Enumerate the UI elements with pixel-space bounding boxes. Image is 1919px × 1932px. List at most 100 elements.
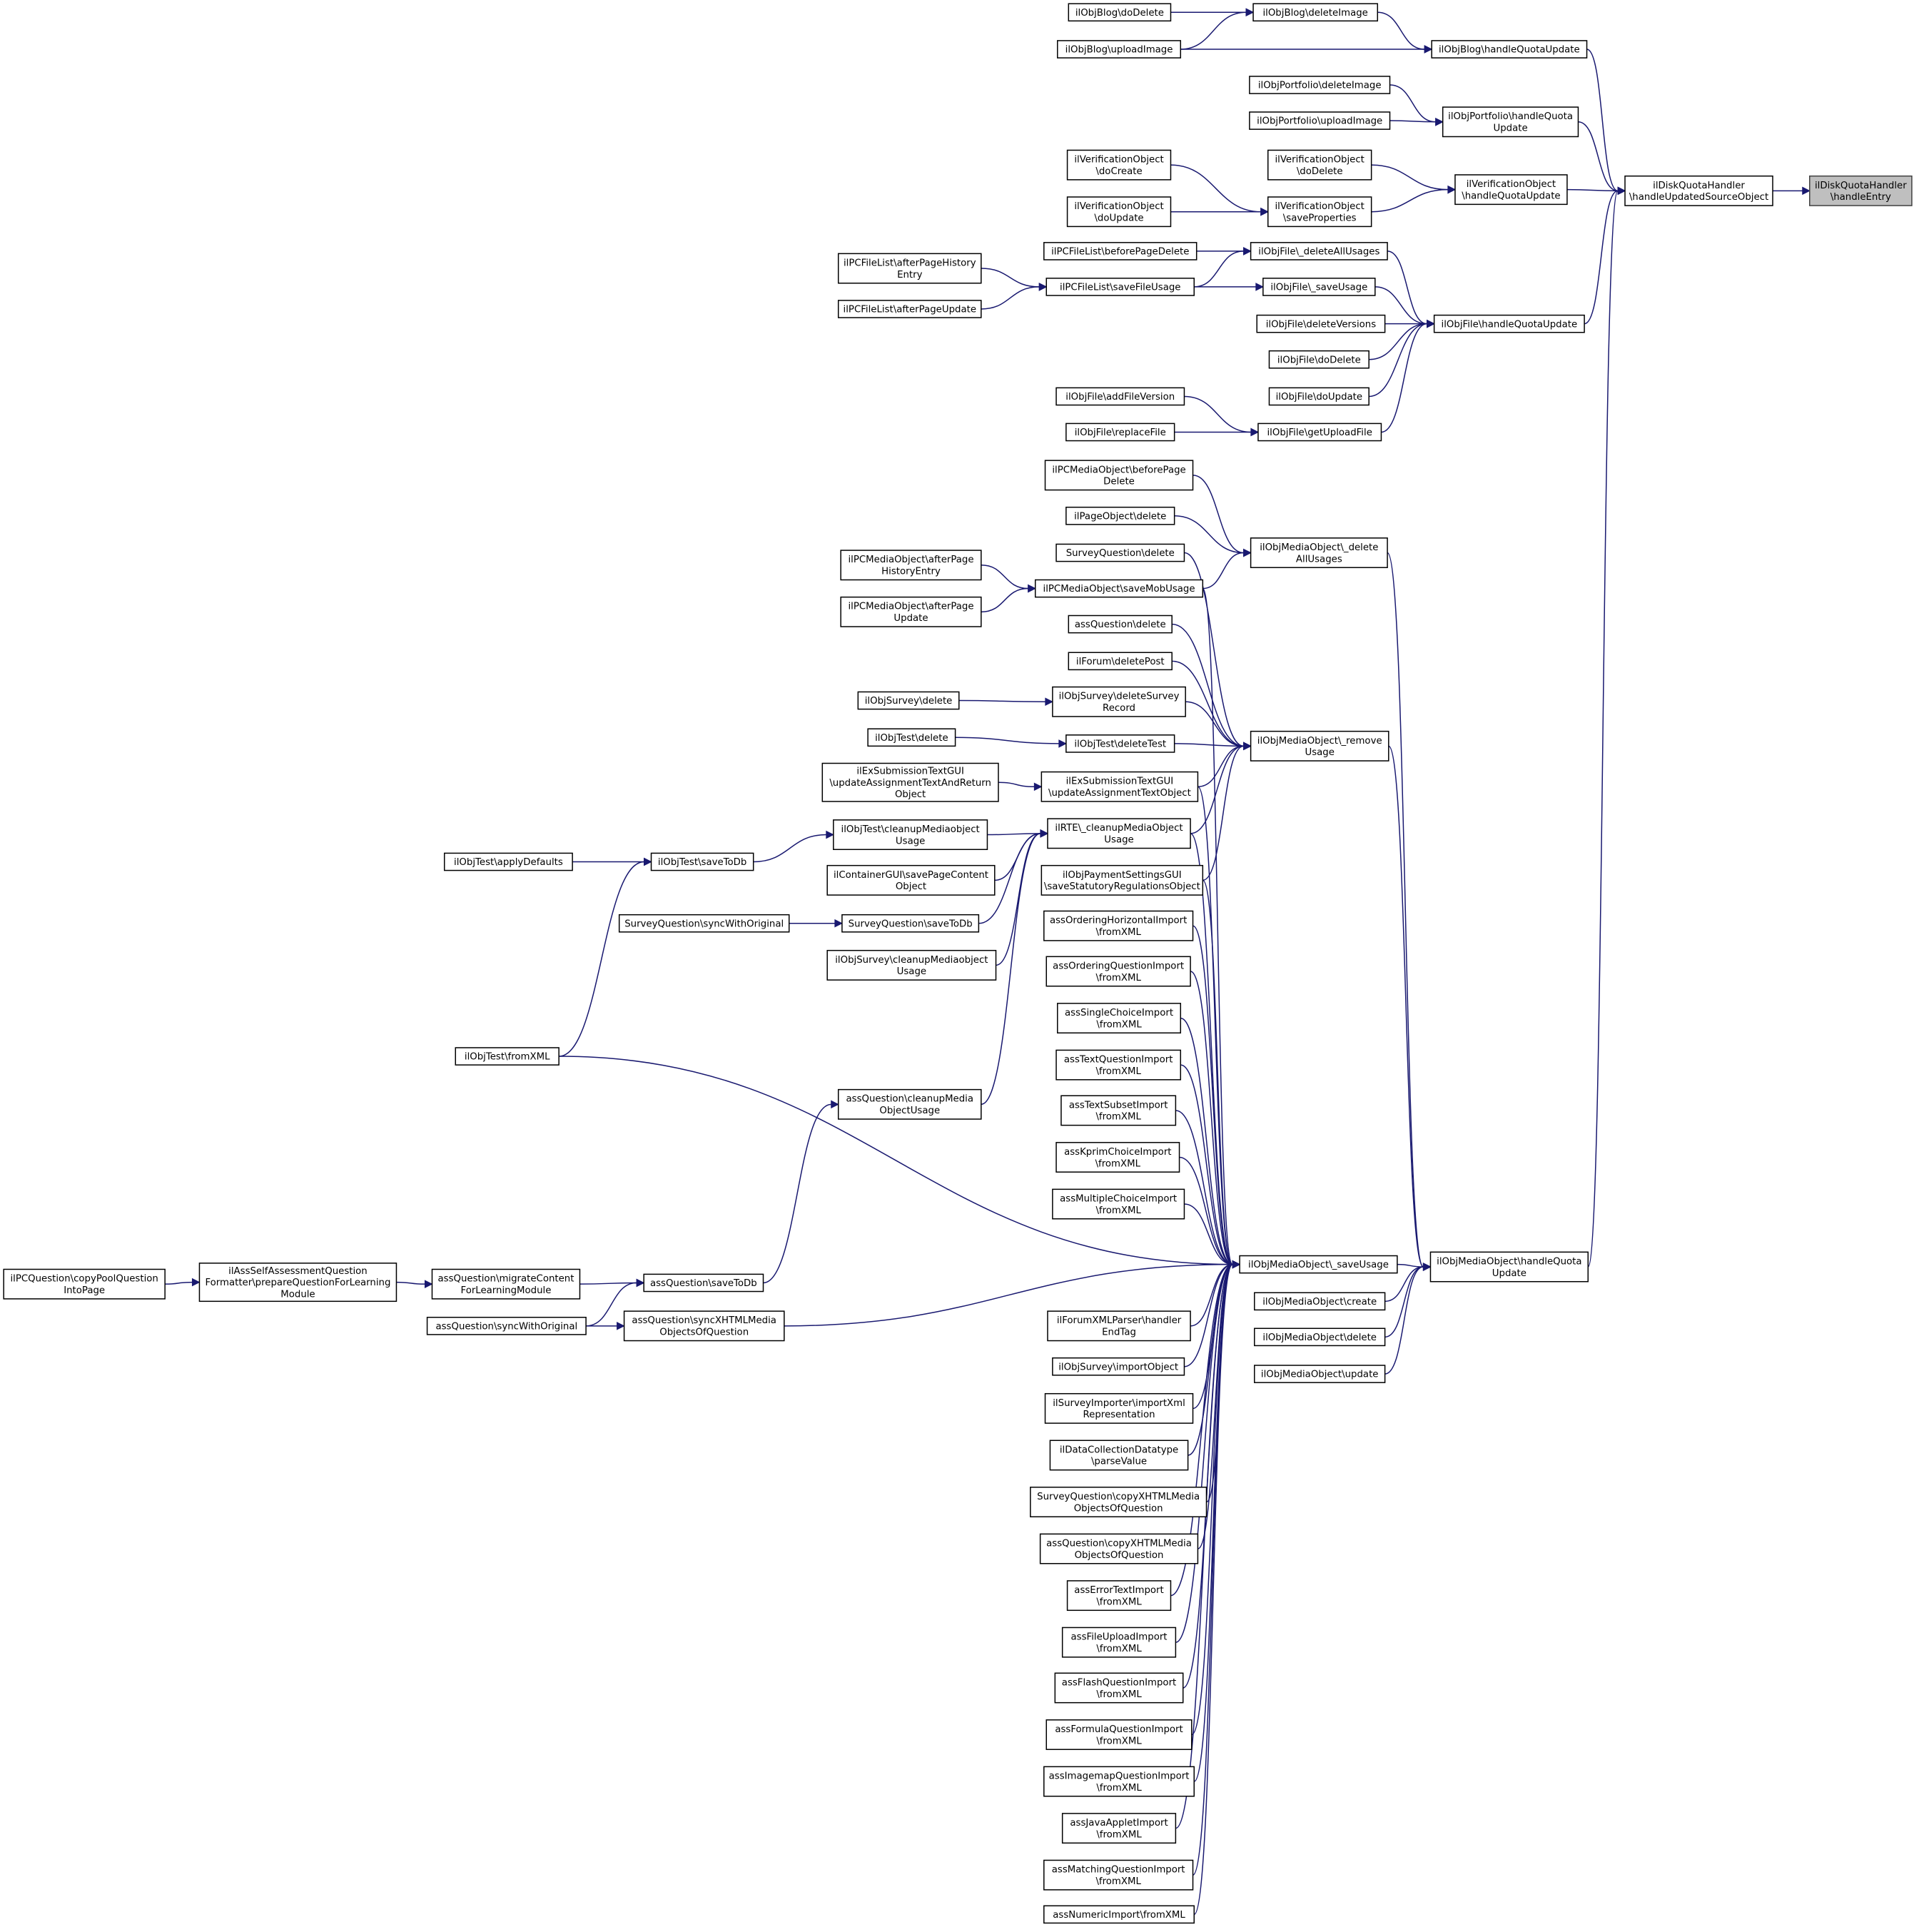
node-dqh-update[interactable]: ilDiskQuotaHandler\handleUpdatedSourceOb… <box>1624 175 1773 206</box>
node-imp-text[interactable]: assTextQuestionImport\fromXML <box>1055 1049 1182 1081</box>
node-test-save[interactable]: ilObjTest\saveToDb <box>650 852 754 871</box>
node-imp-flash[interactable]: assFlashQuestionImport\fromXML <box>1054 1672 1184 1704</box>
node-mob-hqu[interactable]: ilObjMediaObject\handleQuotaUpdate <box>1429 1251 1589 1283</box>
node-sq-sync[interactable]: SurveyQuestion\syncWithOriginal <box>618 914 790 933</box>
node-assself[interactable]: ilAssSelfAssessmentQuestionFormatter\pre… <box>198 1263 398 1303</box>
node-label: \fromXML <box>1095 1112 1141 1123</box>
node-sq-copyx[interactable]: SurveyQuestion\copyXHTMLMediaObjectsOfQu… <box>1030 1487 1207 1517</box>
call-edge <box>165 1278 201 1287</box>
node-ver-save[interactable]: ilVerificationObject\saveProperties <box>1267 196 1372 228</box>
node-imp-mc[interactable]: assMultipleChoiceImport\fromXML <box>1052 1188 1185 1220</box>
node-test-deltest[interactable]: ilObjTest\deleteTest <box>1065 734 1175 753</box>
node-port-hqu[interactable]: ilObjPortfolio\handleQuotaUpdate <box>1442 106 1579 138</box>
node-aq-syncx[interactable]: assQuestion\syncXHTMLMediaObjectsOfQuest… <box>623 1310 785 1342</box>
node-file-delver[interactable]: ilObjFile\deleteVersions <box>1256 314 1386 333</box>
node-root[interactable]: ilDiskQuotaHandler\handleEntry <box>1809 175 1913 206</box>
node-box <box>1030 1487 1207 1517</box>
node-aq-delete[interactable]: assQuestion\delete <box>1068 615 1173 634</box>
node-aq-save[interactable]: assQuestion\saveToDb <box>643 1273 764 1293</box>
edge-line <box>1388 745 1424 1268</box>
node-ver-dodel[interactable]: ilVerificationObject\doDelete <box>1267 149 1372 181</box>
call-edge <box>1202 742 1252 881</box>
node-exsub-uato[interactable]: ilExSubmissionTextGUI\updateAssignmentTe… <box>1040 771 1199 802</box>
node-ver-docreate[interactable]: ilVerificationObject\doCreate <box>1066 149 1172 181</box>
node-label: assQuestion\saveToDb <box>650 1278 757 1289</box>
node-paysettings[interactable]: ilObjPaymentSettingsGUI\saveStatutoryReg… <box>1040 864 1204 896</box>
node-aq-migrate[interactable]: assQuestion\migrateContentForLearningMod… <box>431 1268 581 1300</box>
node-port-upimg[interactable]: ilObjPortfolio\uploadImage <box>1249 111 1391 130</box>
node-mob-delete[interactable]: ilObjMediaObject\delete <box>1254 1327 1386 1347</box>
arrowhead <box>1447 185 1457 194</box>
node-pcmob-bpd[interactable]: ilPCMediaObject\beforePageDelete <box>1044 460 1194 491</box>
node-pcmob-smu[interactable]: ilPCMediaObject\saveMobUsage <box>1034 579 1204 598</box>
node-port-delimg[interactable]: ilObjPortfolio\deleteImage <box>1249 76 1391 94</box>
node-survey-delete[interactable]: ilObjSurvey\delete <box>857 691 960 710</box>
node-file-getup[interactable]: ilObjFile\getUploadFile <box>1257 423 1382 442</box>
node-file-delall[interactable]: ilObjFile\_deleteAllUsages <box>1250 242 1388 261</box>
node-imp-java[interactable]: assJavaAppletImport\fromXML <box>1061 1813 1177 1844</box>
node-file-addver[interactable]: ilObjFile\addFileVersion <box>1055 387 1185 406</box>
node-label: ilRTE\_cleanupMediaObject <box>1055 823 1183 834</box>
node-sq-save[interactable]: SurveyQuestion\saveToDb <box>841 914 980 933</box>
node-mob-update[interactable]: ilObjMediaObject\update <box>1254 1365 1386 1383</box>
node-imp-numeric[interactable]: assNumericImport\fromXML <box>1043 1905 1195 1924</box>
node-imp-sc[interactable]: assSingleChoiceImport\fromXML <box>1057 1003 1182 1034</box>
node-imp-subset[interactable]: assTextSubsetImport\fromXML <box>1060 1095 1177 1126</box>
node-aq-sync[interactable]: assQuestion\syncWithOriginal <box>426 1317 587 1335</box>
node-imp-err[interactable]: assErrorTextImport\fromXML <box>1066 1580 1172 1612</box>
node-mob-save[interactable]: ilObjMediaObject\_saveUsage <box>1239 1255 1398 1274</box>
node-exsub-uatro[interactable]: ilExSubmissionTextGUI\updateAssignmentTe… <box>821 762 999 802</box>
node-forum-delpost[interactable]: ilForum\deletePost <box>1068 652 1173 671</box>
node-test-applydef[interactable]: ilObjTest\applyDefaults <box>443 852 573 871</box>
node-imp-imagemap[interactable]: assImagemapQuestionImport\fromXML <box>1043 1766 1195 1797</box>
node-pcfl-bpd[interactable]: ilPCFileList\beforePageDelete <box>1043 242 1198 261</box>
node-file-doupd[interactable]: ilObjFile\doUpdate <box>1268 387 1369 406</box>
node-imp-ordh[interactable]: assOrderingHorizontalImport\fromXML <box>1043 910 1194 941</box>
node-blog-delimg[interactable]: ilObjBlog\deleteImage <box>1252 3 1379 22</box>
node-file-dodel[interactable]: ilObjFile\doDelete <box>1268 350 1369 369</box>
node-blog-hqu[interactable]: ilObjBlog\handleQuotaUpdate <box>1431 40 1588 59</box>
node-ver-hqu[interactable]: ilVerificationObject\handleQuotaUpdate <box>1454 174 1568 206</box>
node-box <box>1624 175 1773 206</box>
edge-line <box>955 737 1059 744</box>
node-imp-kprim[interactable]: assKprimChoiceImport\fromXML <box>1055 1142 1180 1173</box>
call-edge <box>958 697 1053 707</box>
node-survey-import[interactable]: ilObjSurvey\importObject <box>1052 1357 1185 1376</box>
node-box <box>1068 652 1173 671</box>
node-blog-upimg[interactable]: ilObjBlog\uploadImage <box>1057 40 1182 59</box>
node-aq-copyx[interactable]: assQuestion\copyXHTMLMediaObjectsOfQuest… <box>1039 1533 1199 1564</box>
node-pageobj-del[interactable]: ilPageObject\delete <box>1065 506 1175 525</box>
node-ver-doupdate[interactable]: ilVerificationObject\doUpdate <box>1066 196 1172 228</box>
node-file-saveusage[interactable]: ilObjFile\_saveUsage <box>1262 278 1376 296</box>
node-imp-formula[interactable]: assFormulaQuestionImport\fromXML <box>1045 1719 1193 1750</box>
node-test-fromxml[interactable]: ilObjTest\fromXML <box>455 1047 560 1066</box>
node-file-replace[interactable]: ilObjFile\replaceFile <box>1065 423 1175 442</box>
node-imp-match[interactable]: assMatchingQuestionImport\fromXML <box>1043 1859 1194 1891</box>
node-blog-dodel[interactable]: ilObjBlog\doDelete <box>1068 3 1172 22</box>
node-label: ilObjBlog\handleQuotaUpdate <box>1439 45 1580 56</box>
node-pcfl-sfu[interactable]: ilPCFileList\saveFileUsage <box>1045 278 1195 296</box>
node-file-hqu[interactable]: ilObjFile\handleQuotaUpdate <box>1433 314 1585 333</box>
node-sq-delete[interactable]: SurveyQuestion\delete <box>1055 543 1185 562</box>
node-datacoll[interactable]: ilDataCollectionDatatype\parseValue <box>1049 1440 1189 1471</box>
node-pcmob-apu[interactable]: ilPCMediaObject\afterPageUpdate <box>840 596 982 627</box>
node-test-delete[interactable]: ilObjTest\delete <box>867 728 956 747</box>
node-imp-file[interactable]: assFileUploadImport\fromXML <box>1061 1627 1177 1658</box>
node-mob-create[interactable]: ilObjMediaObject\create <box>1254 1292 1386 1311</box>
node-box <box>1043 242 1198 261</box>
node-mob-delall[interactable]: ilObjMediaObject\_deleteAllUsages <box>1250 537 1388 568</box>
node-pcfl-apu[interactable]: ilPCFileList\afterPageUpdate <box>837 300 982 318</box>
node-imp-ordq[interactable]: assOrderingQuestionImport\fromXML <box>1045 956 1191 987</box>
